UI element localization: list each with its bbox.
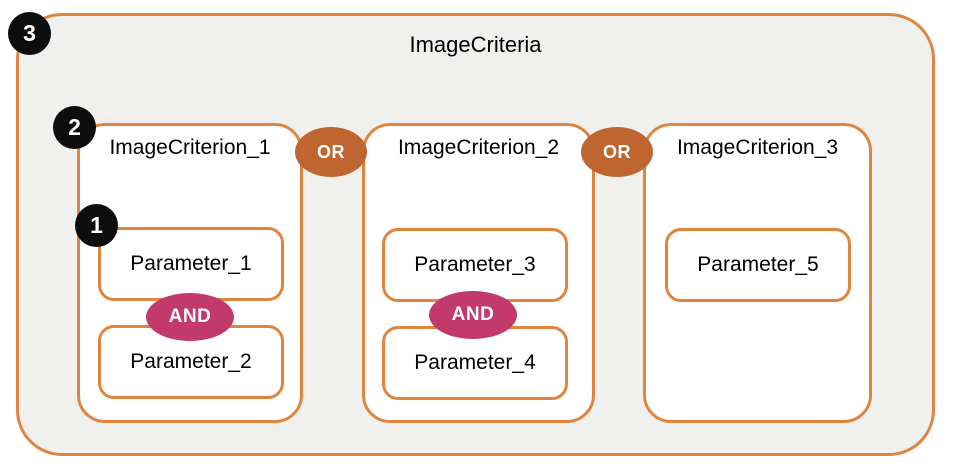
and-operator-badge-2: AND [429, 291, 517, 339]
image-criterion-3-label: ImageCriterion_3 [676, 136, 839, 159]
or-operator-badge-2: OR [581, 127, 653, 177]
marker-badge-1: 1 [75, 204, 118, 247]
and-operator-badge-1: AND [146, 293, 234, 341]
diagram-title: ImageCriteria [409, 32, 542, 57]
parameter-2-box: Parameter_2 [98, 325, 284, 399]
image-criterion-2-label: ImageCriterion_2 [397, 136, 560, 159]
marker-badge-2: 2 [53, 106, 96, 149]
parameter-1-box: Parameter_1 [98, 227, 284, 301]
parameter-3-box: Parameter_3 [382, 228, 568, 302]
or-operator-badge-1: OR [295, 127, 367, 177]
marker-badge-3: 3 [8, 12, 51, 55]
image-criterion-1-label: ImageCriterion_1 [109, 136, 271, 159]
parameter-5-box: Parameter_5 [665, 228, 851, 302]
